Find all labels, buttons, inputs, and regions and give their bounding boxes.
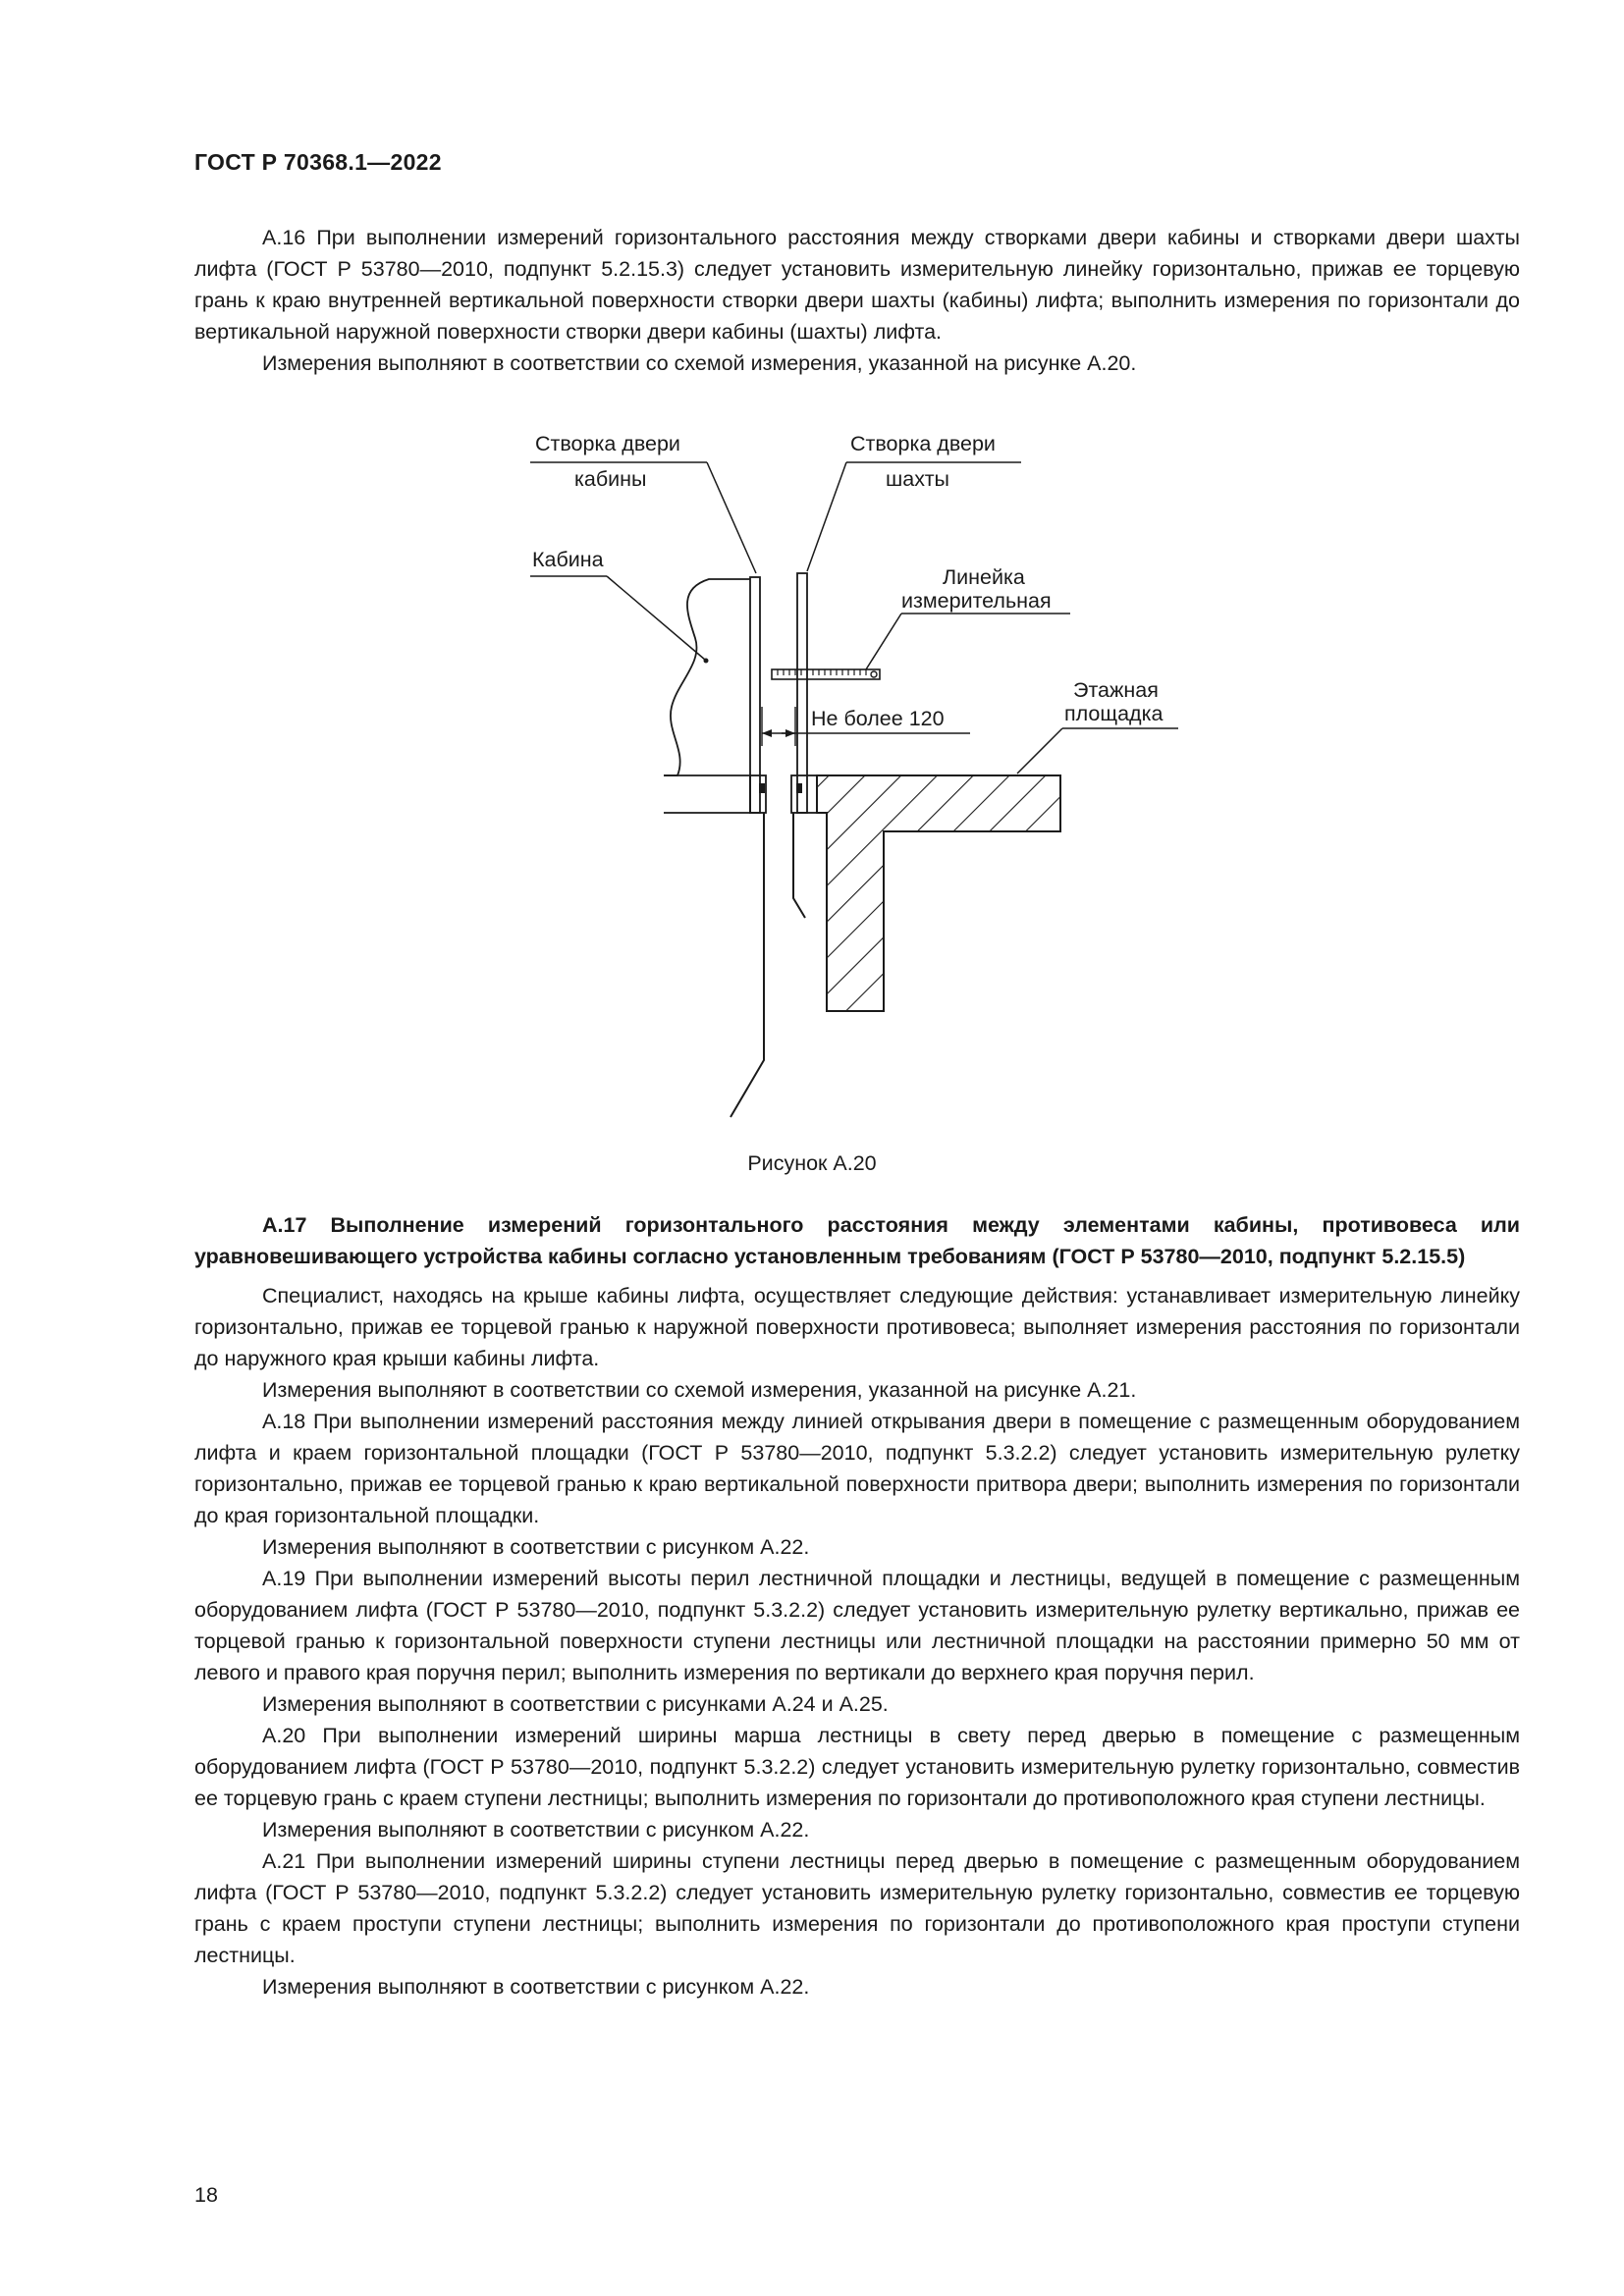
shaft-door-leaf xyxy=(796,572,808,814)
label-shaft-door-2: шахты xyxy=(886,467,949,491)
label-max-gap: Не более 120 xyxy=(811,707,945,730)
cabin-outline xyxy=(664,578,750,776)
dimension-arrow-left xyxy=(762,729,772,737)
paragraph: Измерения выполняют в соответствии с рис… xyxy=(262,1535,810,1559)
leader-cabin-door xyxy=(706,461,757,574)
section-a17: А.17 Выполнение измерений горизонтальног… xyxy=(194,1209,1520,2002)
paragraph: Измерения выполняют в соответствии со сх… xyxy=(262,1378,1137,1402)
ruler-end-hole xyxy=(870,670,878,678)
label-landing: Этажная xyxy=(1073,678,1159,702)
leader-dot-cabin xyxy=(703,658,709,664)
ruler-ticks xyxy=(777,669,867,675)
paragraph: А.21 При выполнении измерений ширины сту… xyxy=(194,1849,1520,1967)
paragraph: А.18 При выполнении измерений расстояния… xyxy=(194,1410,1520,1527)
paragraph: А.20 При выполнении измерений ширины мар… xyxy=(194,1724,1520,1810)
leader-shaft-door xyxy=(806,461,847,572)
shaft-door-shoe xyxy=(796,783,802,793)
document-code: ГОСТ Р 70368.1—2022 xyxy=(194,149,442,175)
section-a16: А.16 При выполнении измерений горизонтал… xyxy=(194,222,1520,379)
leader-landing xyxy=(1016,727,1063,774)
shaft-door-sill xyxy=(790,774,818,814)
landing-slab xyxy=(816,774,1061,1012)
label-cabin-door-2: кабины xyxy=(574,467,647,491)
label-landing-2: площадка xyxy=(1064,702,1163,725)
paragraph-a16-ref: Измерения выполняют в соответствии со сх… xyxy=(262,351,1137,375)
cabin-door-sill xyxy=(749,774,767,814)
label-ruler: Линейка xyxy=(943,565,1025,589)
page-number: 18 xyxy=(194,2183,218,2207)
paragraph-a16: А.16 При выполнении измерений горизонтал… xyxy=(194,226,1520,344)
leader-cabin xyxy=(606,575,706,661)
cabin-door-leaf xyxy=(749,576,761,814)
label-ruler-2: измерительная xyxy=(901,589,1052,613)
figure-a20: Створка двери кабины Створка двери шахты… xyxy=(530,432,1178,1118)
cabin-door-shoe xyxy=(759,783,765,793)
cabin-floor xyxy=(664,774,751,814)
section-heading-a17: А.17 Выполнение измерений горизонтальног… xyxy=(194,1213,1520,1268)
measuring-ruler xyxy=(771,668,881,680)
paragraph: Измерения выполняют в соответствии с рис… xyxy=(262,1975,810,1999)
paragraph: Специалист, находясь на крыше кабины лиф… xyxy=(194,1284,1520,1370)
figure-caption: Рисунок А.20 xyxy=(747,1151,877,1175)
paragraph: Измерения выполняют в соответствии с рис… xyxy=(262,1692,889,1716)
cabin-apron xyxy=(730,813,765,1118)
label-shaft-door: Створка двери xyxy=(850,432,996,455)
leader-ruler xyxy=(865,613,902,670)
paragraph: Измерения выполняют в соответствии с рис… xyxy=(262,1818,810,1842)
label-cabin-door: Створка двери xyxy=(535,432,680,455)
shaft-door-guard xyxy=(792,813,806,919)
dimension-arrow-right xyxy=(785,729,795,737)
paragraph: А.19 При выполнении измерений высоты пер… xyxy=(194,1567,1520,1684)
label-cabin: Кабина xyxy=(532,548,604,571)
